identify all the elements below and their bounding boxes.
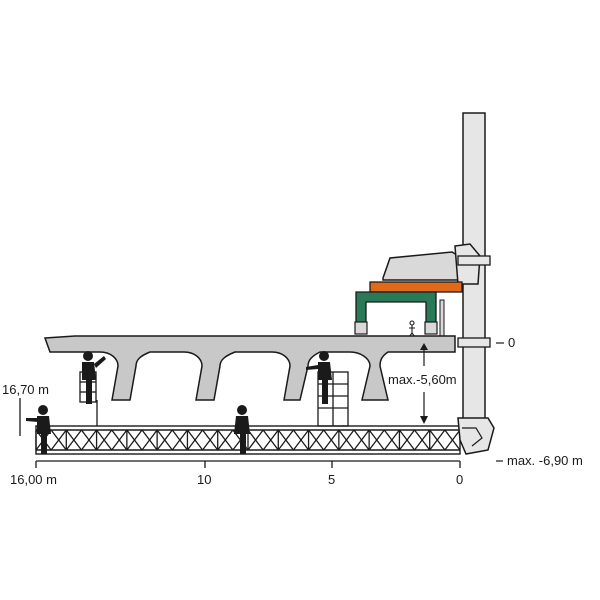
level-zero-marker [457,337,504,348]
truss-diagonal [50,429,67,451]
bridge-deck [43,335,456,401]
clearance-label: max.-5,60m [388,372,457,387]
truss-diagonal [96,429,113,451]
truck-chassis [382,243,491,285]
truss-diagonal [156,429,173,451]
truss-diagonal [202,429,219,451]
truss-diagonal [80,429,98,451]
truss-diagonal [65,429,82,451]
truss-diagonal [429,429,446,451]
gantry-frame [354,291,445,337]
truss-diagonal [277,429,294,451]
truss-diagonal [111,429,128,451]
truss-diagonal [247,429,264,451]
truss-diagonal [171,429,188,451]
worker-on-scaffold-icon [306,351,332,404]
truss-diagonal [141,429,158,451]
clearance-dimension [420,343,428,424]
mast-foot-cap [457,417,495,455]
truss-diagonal [368,429,385,451]
reach-label-5: 5 [328,472,335,487]
truss-diagonal [186,429,204,451]
deck-worker-icon [408,320,416,338]
reach-label-0: 0 [456,472,463,487]
reach-label-16: 16,00 m [10,472,57,487]
truss-diagonal [444,429,461,451]
reach-label-10: 10 [197,472,211,487]
reach-scale [35,460,461,468]
truss-diagonal [414,429,431,451]
truss-diagonal [338,429,355,451]
truss-diagonal [292,429,310,451]
truss-diagonal [217,429,234,451]
truss-diagonal [323,429,340,451]
truss-diagonal [383,429,400,451]
truss-diagonal [126,429,143,451]
level-zero-label: 0 [508,335,515,350]
depth-label: max. -6,90 m [507,453,583,468]
truss-diagonal [308,429,325,451]
truss-diagonal [262,429,279,451]
truss-diagonal [398,429,416,451]
height-label: 16,70 m [2,382,49,397]
truss-diagonal [353,429,370,451]
worker-left-end-icon [26,405,51,454]
worker-on-ladder-icon [82,351,106,404]
counterweight-beam [369,281,463,293]
worker-center-icon [234,405,250,454]
